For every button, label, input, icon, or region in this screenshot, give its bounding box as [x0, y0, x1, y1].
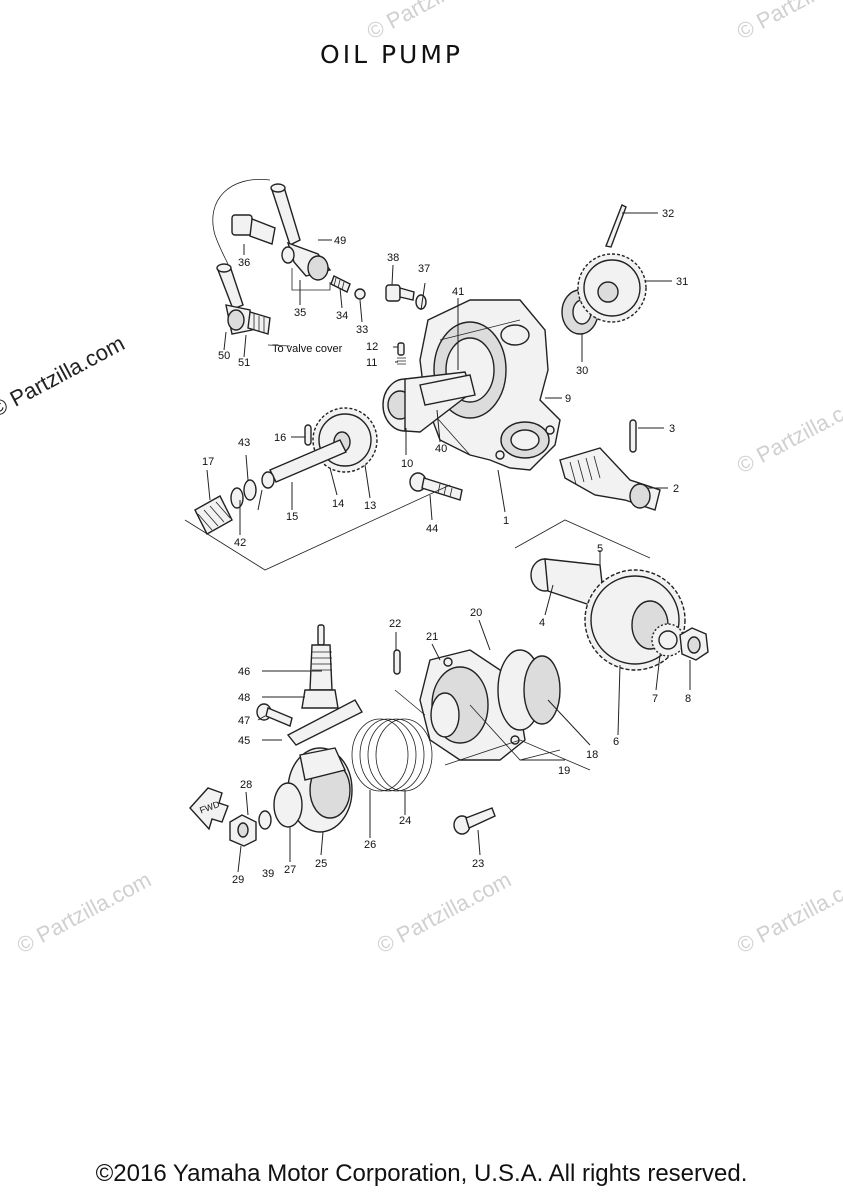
label-39: 39 — [262, 868, 274, 880]
part-31-gear — [577, 253, 647, 323]
part-39-washer — [258, 810, 272, 830]
label-30: 30 — [576, 365, 588, 377]
label-25: 25 — [315, 858, 327, 870]
label-19: 19 — [558, 765, 570, 777]
part-47-bolt — [256, 703, 293, 727]
label-47: 47 — [238, 715, 250, 727]
label-51: 51 — [238, 357, 250, 369]
label-4: 4 — [539, 617, 545, 629]
part-49-oil-pipe — [270, 183, 332, 281]
label-45: 45 — [238, 735, 250, 747]
label-17: 17 — [202, 456, 214, 468]
assembly-outline — [184, 484, 451, 571]
label-49: 49 — [334, 235, 346, 247]
part-22-pin — [393, 649, 401, 675]
label-40: 40 — [435, 443, 447, 455]
label-9: 9 — [565, 393, 571, 405]
part-16-pin — [304, 424, 312, 446]
part-24-spring — [351, 718, 433, 792]
part-20-cover — [497, 649, 561, 731]
title-text: OIL PUMP — [320, 40, 463, 69]
label-12: 12 — [366, 341, 378, 353]
label-8: 8 — [685, 693, 691, 705]
label-3: 3 — [669, 423, 675, 435]
label-5: 5 — [597, 543, 603, 555]
label-1: 1 — [503, 515, 509, 527]
label-38: 38 — [387, 252, 399, 264]
label-42: 42 — [234, 537, 246, 549]
label-6: 6 — [613, 736, 619, 748]
part-42-washer — [230, 487, 244, 509]
label-20: 20 — [470, 607, 482, 619]
label-2: 2 — [673, 483, 679, 495]
label-26: 26 — [364, 839, 376, 851]
part-43-circlip — [243, 479, 257, 501]
spring-coil-lines — [333, 277, 345, 291]
oil-line-loop — [212, 178, 271, 276]
part-12-pin — [397, 342, 405, 356]
part-29-nut — [229, 814, 257, 847]
part-11-spring — [397, 357, 406, 365]
label-7: 7 — [652, 693, 658, 705]
part-32-cotter-pin — [605, 204, 627, 248]
label-36: 36 — [238, 257, 250, 269]
label-43: 43 — [238, 437, 250, 449]
copyright-notice: ©2016 Yamaha Motor Corporation, U.S.A. A… — [95, 1160, 748, 1187]
label-22: 22 — [389, 618, 401, 630]
label-16: 16 — [274, 432, 286, 444]
part-8-nut — [679, 627, 709, 661]
part-3-pin — [629, 419, 637, 453]
part-23-bolt — [453, 807, 496, 835]
part-36-union-bolt — [231, 214, 276, 245]
outline-lower — [444, 739, 591, 771]
label-24: 24 — [399, 815, 411, 827]
label-31: 31 — [676, 276, 688, 288]
note-arrow — [267, 344, 291, 347]
label-37: 37 — [418, 263, 430, 275]
leader-lines — [206, 212, 691, 873]
fwd-arrow-icon: FWD — [189, 787, 229, 831]
label-14: 14 — [332, 498, 344, 510]
part-25-plate — [287, 747, 353, 833]
label-33: 33 — [356, 324, 368, 336]
label-18: 18 — [586, 749, 598, 761]
label-28: 28 — [240, 779, 252, 791]
to-valve-cover-note: To valve cover — [272, 343, 343, 355]
label-50: 50 — [218, 350, 230, 362]
label-10: 10 — [401, 458, 413, 470]
label-27: 27 — [284, 864, 296, 876]
outline-upper-right — [514, 519, 651, 559]
label-21: 21 — [426, 631, 438, 643]
label-44: 44 — [426, 523, 438, 535]
label-11: 11 — [366, 357, 377, 369]
label-35: 35 — [294, 307, 306, 319]
label-46: 46 — [238, 666, 250, 678]
part-27-collar — [273, 782, 303, 828]
part-41-shaft — [419, 374, 476, 406]
label-34: 34 — [336, 310, 348, 322]
part-17-spring — [194, 495, 233, 535]
page-title: OIL PUMP — [0, 40, 843, 69]
part-44-bolt — [409, 472, 463, 501]
part-15-shaft — [261, 439, 347, 489]
label-29: 29 — [232, 874, 244, 886]
part-38-bolt — [385, 284, 415, 302]
part-7-gear — [651, 623, 685, 657]
part-21-housing — [419, 649, 526, 761]
bracket-35 — [291, 268, 331, 291]
label-32: 32 — [662, 208, 674, 220]
part-2-shaft — [559, 447, 661, 511]
label-48: 48 — [238, 692, 250, 704]
part-labels: 1 2 3 4 5 6 7 8 9 10 11 12 13 14 15 16 1… — [202, 208, 691, 886]
part-46-sensor — [309, 624, 333, 691]
part-33-ball — [354, 288, 366, 300]
label-41: 41 — [452, 286, 464, 298]
part-45-bracket — [286, 699, 363, 746]
label-23: 23 — [472, 858, 484, 870]
part-48-nut — [301, 689, 339, 709]
label-13: 13 — [364, 500, 376, 512]
label-15: 15 — [286, 511, 298, 523]
part-50-oil-pipe — [216, 263, 271, 335]
